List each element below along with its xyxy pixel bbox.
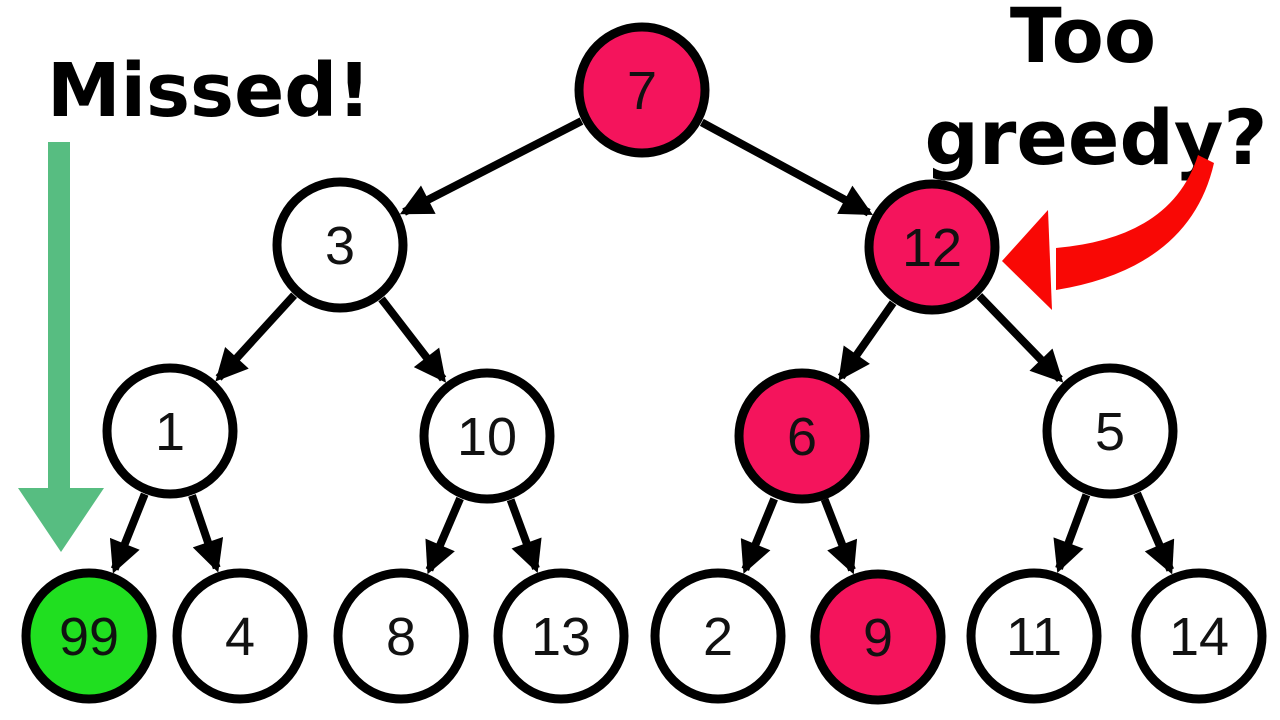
node-12-label: 12 <box>902 218 962 278</box>
missed-green-arrow-icon <box>18 142 104 552</box>
node-6-label: 6 <box>787 407 817 467</box>
edge-3-to-10 <box>378 296 447 383</box>
edge-5-to-11 <box>1053 493 1091 573</box>
node-99: 99 <box>21 568 157 704</box>
node-10: 10 <box>419 368 555 504</box>
node-2-label: 2 <box>703 607 733 667</box>
greedy-red-arrow-icon <box>1002 155 1214 310</box>
node-4-circle <box>172 568 308 704</box>
node-9-label: 9 <box>863 608 893 668</box>
node-8-label: 8 <box>386 607 416 667</box>
node-4-label: 4 <box>225 607 255 667</box>
node-13: 13 <box>493 568 629 704</box>
node-6-circle <box>734 368 870 504</box>
tree-edges <box>109 117 1175 575</box>
missed-label: Missed! <box>47 48 371 134</box>
node-7: 7 <box>574 22 710 158</box>
edge-3-to-1 <box>215 292 298 382</box>
red-arrow-head <box>1002 210 1052 310</box>
edge-5-to-14 <box>1133 491 1175 575</box>
node-11: 11 <box>966 568 1102 704</box>
red-arrow-body <box>1056 155 1214 290</box>
node-1-label: 1 <box>155 402 185 462</box>
edge-7-to-12 <box>699 118 873 217</box>
too-greedy-label-line2: greedy? <box>924 93 1267 182</box>
node-5-label: 5 <box>1095 402 1125 462</box>
tree-nodes: 7 3 12 1 10 6 5 99 <box>21 22 1267 705</box>
node-4: 4 <box>172 568 308 704</box>
node-8-circle <box>333 568 469 704</box>
node-11-label: 11 <box>1006 607 1062 667</box>
node-14-label: 14 <box>1169 607 1229 667</box>
node-10-circle <box>419 368 555 504</box>
node-1-circle <box>102 363 238 499</box>
node-7-circle <box>574 22 710 158</box>
node-14: 14 <box>1131 568 1267 704</box>
node-14-circle <box>1131 568 1267 704</box>
edge-6-to-9 <box>820 497 858 575</box>
node-9-circle <box>810 569 946 705</box>
edge-1-to-99 <box>109 492 149 574</box>
node-12-circle <box>864 179 1000 315</box>
node-6: 6 <box>734 368 870 504</box>
node-3: 3 <box>272 177 408 313</box>
node-9: 9 <box>810 569 946 705</box>
edge-12-to-5 <box>976 293 1064 383</box>
node-5-circle <box>1042 363 1178 499</box>
edge-1-to-4 <box>188 494 224 573</box>
edge-12-to-6 <box>837 300 897 381</box>
node-99-circle <box>21 568 157 704</box>
node-99-label: 99 <box>59 607 119 667</box>
node-7-label: 7 <box>627 61 657 121</box>
node-12: 12 <box>864 179 1000 315</box>
edge-6-to-2 <box>740 497 778 574</box>
edge-7-to-3 <box>399 117 584 216</box>
node-2-circle <box>650 568 786 704</box>
node-2: 2 <box>650 568 786 704</box>
node-1: 1 <box>102 363 238 499</box>
edge-10-to-8 <box>425 496 464 575</box>
node-11-circle <box>966 568 1102 704</box>
too-greedy-label-line1: Too <box>1010 0 1156 80</box>
node-8: 8 <box>333 568 469 704</box>
node-10-label: 10 <box>457 407 517 467</box>
node-13-circle <box>493 568 629 704</box>
node-13-label: 13 <box>531 607 591 667</box>
node-3-label: 3 <box>325 216 355 276</box>
node-3-circle <box>272 177 408 313</box>
node-5: 5 <box>1042 363 1178 499</box>
edge-10-to-13 <box>506 498 542 574</box>
